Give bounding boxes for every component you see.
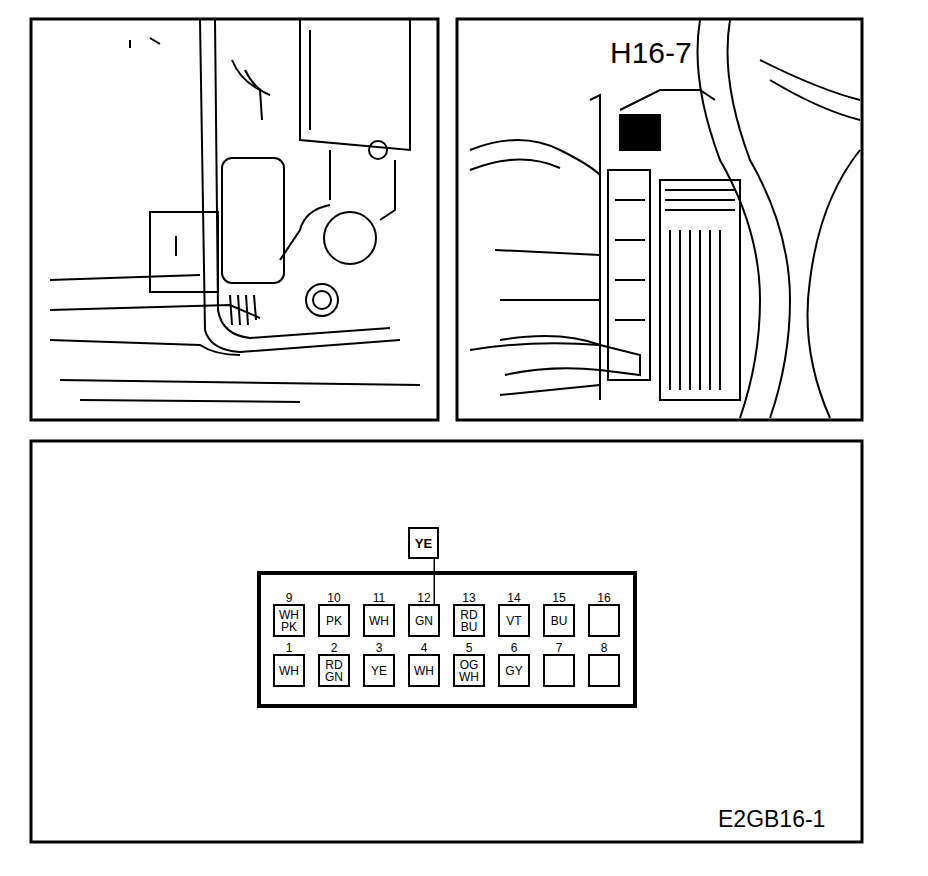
pin-number: 6 <box>511 642 518 655</box>
wire-color: WH <box>411 665 437 677</box>
pin-number: 5 <box>466 642 473 655</box>
wire-color: GY <box>501 665 527 677</box>
figure-code: E2GB16-1 <box>716 806 827 833</box>
panel-frame <box>31 19 438 420</box>
wire-color: VT <box>501 615 527 627</box>
pin-cell: 11WH <box>363 604 395 637</box>
connector-id: H16-7 <box>608 36 694 70</box>
pin-number: 10 <box>327 592 340 605</box>
wire-color: RD BU <box>456 609 482 633</box>
pin-cell: 13RD BU <box>453 604 485 637</box>
pin-number: 1 <box>286 642 293 655</box>
wire-color: WH PK <box>276 609 302 633</box>
wire-color: RD GN <box>321 659 347 683</box>
wire-color: WH <box>366 615 392 627</box>
wire-color: OG WH <box>456 659 482 683</box>
wire-color: GN <box>411 615 437 627</box>
pin-number: 2 <box>331 642 338 655</box>
pin-cell: 12GN <box>408 604 440 637</box>
wire-color: YE <box>366 665 392 677</box>
pin-number: 4 <box>421 642 428 655</box>
pin-cell: 6GY <box>498 654 530 687</box>
pin-number: 9 <box>286 592 293 605</box>
pin-number: 15 <box>552 592 565 605</box>
callout-line <box>433 559 435 604</box>
figure-panel: E2GB16-1YE9WH PK10PK11WH12GN13RD BU14VT1… <box>30 440 862 842</box>
pin-cell: 10PK <box>318 604 350 637</box>
pin-cell: 9WH PK <box>273 604 305 637</box>
pin-cell: 3YE <box>363 654 395 687</box>
pin-number: 7 <box>556 642 563 655</box>
pin-cell: 15BU <box>543 604 575 637</box>
connector-location-sketch <box>470 20 860 418</box>
pin-cell: 4WH <box>408 654 440 687</box>
panel-frame <box>457 19 862 420</box>
pin-cell: 7 <box>543 654 575 687</box>
wire-color: BU <box>546 615 572 627</box>
pin-cell: 14VT <box>498 604 530 637</box>
pin-cell: 2RD GN <box>318 654 350 687</box>
figure-panel: H16-7 <box>456 18 862 420</box>
pin-number: 11 <box>373 592 385 605</box>
wire-color-callout: YE <box>408 527 439 559</box>
pin-cell: 16 <box>588 604 620 637</box>
pin-number: 14 <box>507 592 520 605</box>
pin-cell: 5OG WH <box>453 654 485 687</box>
pin-cell: 8 <box>588 654 620 687</box>
pin-number: 13 <box>462 592 475 605</box>
pin-number: 3 <box>376 642 383 655</box>
wire-color: PK <box>321 615 347 627</box>
pin-cell: 1WH <box>273 654 305 687</box>
pin-number: 16 <box>597 592 610 605</box>
wire-color: WH <box>276 665 302 677</box>
wire-color: YE <box>415 536 432 551</box>
connector-housing <box>259 573 635 706</box>
pin-number: 12 <box>417 592 430 605</box>
panel-frame <box>31 441 862 842</box>
engine-bay-sketch <box>50 20 420 402</box>
pin-number: 8 <box>601 642 608 655</box>
